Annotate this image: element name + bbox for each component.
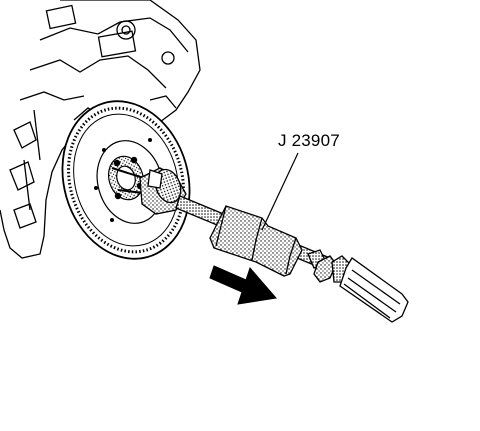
slide-hammer: [175, 195, 331, 277]
callout-leader: [261, 152, 299, 231]
crankshaft-hub: [107, 155, 145, 201]
handle: [313, 255, 409, 323]
puller-adapter: [111, 167, 187, 215]
pull-direction-arrow: [209, 265, 277, 305]
engine-block: [0, 0, 201, 259]
tool-callout-label: J 23907: [278, 131, 340, 150]
